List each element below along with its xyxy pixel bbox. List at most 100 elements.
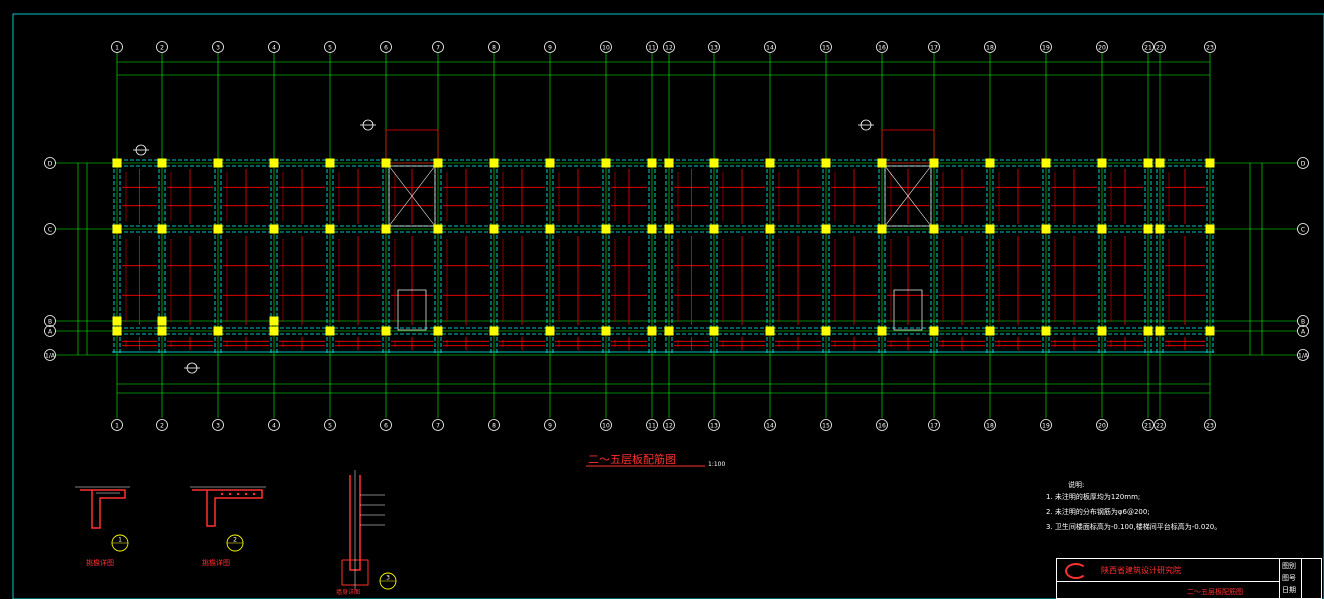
column bbox=[1097, 158, 1107, 168]
column bbox=[545, 224, 555, 234]
sheet-frame bbox=[12, 13, 1324, 599]
column bbox=[647, 224, 657, 234]
title-block-label-2: 图号 bbox=[1282, 574, 1296, 582]
grid-column-label: 11 bbox=[648, 45, 656, 52]
column bbox=[269, 158, 279, 168]
grid-bubble-icon: 13 bbox=[708, 419, 720, 431]
grid-row-label: 1/A bbox=[45, 353, 56, 360]
column bbox=[664, 158, 674, 168]
column bbox=[213, 224, 223, 234]
column bbox=[1143, 326, 1153, 336]
stair-flight bbox=[397, 289, 427, 331]
grid-bubble-icon: 5 bbox=[324, 419, 336, 431]
grid-bubble-icon: 10 bbox=[600, 419, 612, 431]
detail-number: 1 bbox=[118, 537, 122, 544]
column bbox=[213, 326, 223, 336]
grid-bubble-icon: 18 bbox=[984, 41, 996, 53]
column bbox=[269, 224, 279, 234]
grid-bubble-icon: 20 bbox=[1096, 419, 1108, 431]
grid-column-label: 3 bbox=[216, 423, 220, 430]
grid-bubble-icon: 15 bbox=[820, 41, 832, 53]
column bbox=[985, 326, 995, 336]
column bbox=[489, 326, 499, 336]
column bbox=[765, 224, 775, 234]
column bbox=[765, 326, 775, 336]
grid-bubble-icon: 23 bbox=[1204, 41, 1216, 53]
grid-column-label: 10 bbox=[602, 423, 610, 430]
grid-bubble-icon: 10 bbox=[600, 41, 612, 53]
grid-bubble-icon: 17 bbox=[928, 41, 940, 53]
grid-bubble-icon: 7 bbox=[432, 41, 444, 53]
column bbox=[433, 326, 443, 336]
column bbox=[112, 224, 122, 234]
column bbox=[647, 158, 657, 168]
column bbox=[709, 224, 719, 234]
grid-column-label: 14 bbox=[766, 45, 774, 52]
column bbox=[433, 158, 443, 168]
column bbox=[112, 326, 122, 336]
column bbox=[112, 316, 122, 326]
notes-heading: 说明: bbox=[1068, 481, 1085, 489]
grid-row-label: B bbox=[1301, 319, 1305, 326]
column bbox=[489, 158, 499, 168]
column bbox=[709, 326, 719, 336]
grid-column-label: 9 bbox=[548, 45, 552, 52]
note-3: 3. 卫生间楼面标高为-0.100,楼梯间平台标高为-0.020。 bbox=[1046, 523, 1222, 531]
column bbox=[1041, 224, 1051, 234]
grid-bubble-icon: 18 bbox=[984, 419, 996, 431]
column bbox=[985, 224, 995, 234]
column bbox=[1155, 224, 1165, 234]
column bbox=[1143, 224, 1153, 234]
note-1: 1. 未注明的板厚均为120mm; bbox=[1046, 493, 1141, 501]
title-block-drawing-name: 二～五层板配筋图 bbox=[1187, 588, 1243, 596]
grid-column-label: 2 bbox=[160, 423, 164, 430]
grid-column-label: 6 bbox=[384, 423, 388, 430]
grid-column-label: 18 bbox=[986, 423, 994, 430]
column bbox=[664, 326, 674, 336]
grid-bubble-icon: 1 bbox=[111, 41, 123, 53]
grid-bubble-icon: 21 bbox=[1142, 419, 1154, 431]
grid-column-label: 18 bbox=[986, 45, 994, 52]
grid-column-label: 21 bbox=[1144, 45, 1152, 52]
column bbox=[1205, 326, 1215, 336]
grid-column-label: 5 bbox=[328, 45, 332, 52]
column bbox=[765, 158, 775, 168]
grid-column-label: 16 bbox=[878, 423, 886, 430]
detail-number: 2 bbox=[233, 537, 237, 544]
grid-column-label: 8 bbox=[492, 45, 496, 52]
grid-bubble-icon: 4 bbox=[268, 419, 280, 431]
grid-bubble-icon: 13 bbox=[708, 41, 720, 53]
grid-bubble-icon: 9 bbox=[544, 419, 556, 431]
grid-column-label: 1 bbox=[115, 423, 119, 430]
detail-number-icon: 1 bbox=[111, 534, 129, 552]
grid-column-label: 6 bbox=[384, 45, 388, 52]
grid-bubble-icon: 6 bbox=[380, 419, 392, 431]
grid-column-label: 4 bbox=[272, 423, 276, 430]
grid-bubble-icon: 6 bbox=[380, 41, 392, 53]
grid-column-label: 19 bbox=[1042, 423, 1050, 430]
title-block-label-3: 日期 bbox=[1282, 586, 1296, 594]
grid-bubble-icon: 1/A bbox=[44, 349, 56, 361]
institute-logo bbox=[1065, 563, 1087, 579]
grid-bubble-icon: 1 bbox=[111, 419, 123, 431]
grid-bubble-icon: 22 bbox=[1154, 419, 1166, 431]
grid-bubble-icon: 19 bbox=[1040, 41, 1052, 53]
column bbox=[213, 158, 223, 168]
grid-row-label: C bbox=[1301, 227, 1305, 234]
grid-bubble-icon: 8 bbox=[488, 41, 500, 53]
grid-bubble-icon: B bbox=[1297, 315, 1309, 327]
grid-column-label: 15 bbox=[822, 423, 830, 430]
grid-column-label: 22 bbox=[1156, 45, 1164, 52]
grid-column-label: 3 bbox=[216, 45, 220, 52]
grid-column-label: 21 bbox=[1144, 423, 1152, 430]
grid-bubble-icon: 12 bbox=[663, 419, 675, 431]
column bbox=[1097, 326, 1107, 336]
grid-bubble-icon: 23 bbox=[1204, 419, 1216, 431]
grid-bubble-icon: 14 bbox=[764, 41, 776, 53]
grid-column-label: 16 bbox=[878, 45, 886, 52]
grid-row-label: D bbox=[48, 161, 53, 168]
grid-bubble-icon: 3 bbox=[212, 41, 224, 53]
grid-column-label: 12 bbox=[665, 423, 673, 430]
column bbox=[601, 224, 611, 234]
